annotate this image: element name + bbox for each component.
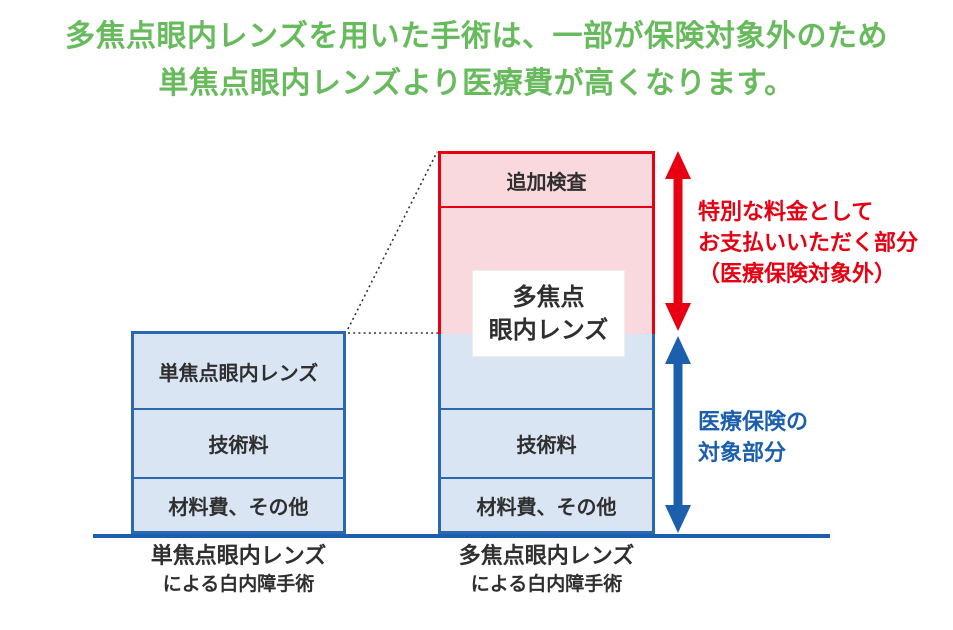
monofocal-axis-label-line1: 単焦点眼内レンズ xyxy=(150,543,327,568)
monofocal-axis-label: 単焦点眼内レンズ による白内障手術 xyxy=(121,541,356,598)
monofocal-segment-technical-fee: 技術料 xyxy=(134,408,343,477)
multifocal-insured-section: 技術料 材料費、その他 xyxy=(438,334,655,534)
multifocal-segment-extra-exam: 追加検査 xyxy=(441,154,652,208)
monofocal-bar: 単焦点眼内レンズ 技術料 材料費、その他 xyxy=(131,331,346,534)
page-title: 多焦点眼内レンズを用いた手術は、一部が保険対象外のため 単焦点眼内レンズより医療… xyxy=(0,13,953,107)
non-insured-range-arrow-icon xyxy=(665,151,691,331)
multifocal-axis-label-line1: 多焦点眼内レンズ xyxy=(458,543,635,568)
monofocal-segment-material: 材料費、その他 xyxy=(134,477,343,531)
non-insured-annotation-line3: （医療保険対象外） xyxy=(698,261,897,286)
dotted-guide-diagonal xyxy=(347,151,438,330)
baseline-axis xyxy=(93,534,830,538)
multifocal-segment-material: 材料費、その他 xyxy=(441,477,652,531)
non-insured-annotation: 特別な料金として お支払いいただく部分 （医療保険対象外） xyxy=(698,196,918,289)
insured-annotation-line1: 医療保険の xyxy=(698,409,809,434)
non-insured-annotation-line1: 特別な料金として xyxy=(698,199,874,224)
page-title-line2: 単焦点眼内レンズより医療費が高くなります。 xyxy=(158,67,795,100)
multifocal-axis-label: 多焦点眼内レンズ による白内障手術 xyxy=(428,541,665,598)
insured-annotation-line2: 対象部分 xyxy=(698,440,787,465)
multifocal-axis-label-line2: による白内障手術 xyxy=(470,574,623,595)
multifocal-lens-label-box: 多焦点 眼内レンズ xyxy=(472,270,625,357)
monofocal-segment-lens: 単焦点眼内レンズ xyxy=(158,362,319,385)
multifocal-segment-technical-fee: 技術料 xyxy=(441,408,652,477)
monofocal-axis-label-line2: による白内障手術 xyxy=(162,574,315,595)
insured-annotation: 医療保険の 対象部分 xyxy=(698,406,808,468)
multifocal-lens-label-line1: 多焦点 xyxy=(512,283,585,311)
insured-range-arrow-icon xyxy=(665,336,691,533)
multifocal-bar: 追加検査 技術料 材料費、その他 xyxy=(438,151,655,534)
page-title-line1: 多焦点眼内レンズを用いた手術は、一部が保険対象外のため xyxy=(65,20,888,53)
multifocal-lens-label-line2: 眼内レンズ xyxy=(488,316,609,344)
non-insured-annotation-line2: お支払いいただく部分 xyxy=(698,230,919,255)
